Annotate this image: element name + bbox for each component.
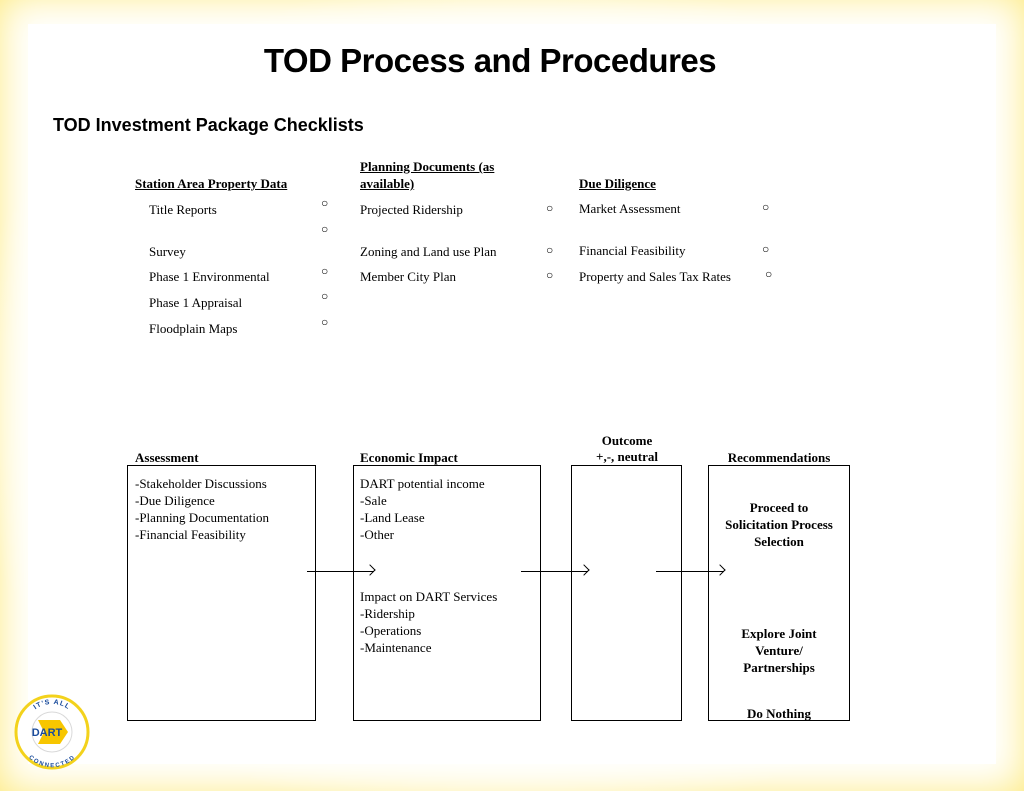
checklist-item: Title Reports [149,202,217,217]
checklist-item: Projected Ridership [360,202,463,217]
checkbox-circle-icon[interactable]: ○ [762,242,770,256]
checklist-header-due-diligence: Due Diligence [579,176,656,191]
checklist-item: Phase 1 Environmental [149,269,270,284]
economic-impact-box: DART potential income -Sale -Land Lease … [353,465,541,721]
checklist-item: Floodplain Maps [149,321,238,336]
right-arrow-icon [307,564,376,578]
checklist-header-planning-docs: Planning Documents (as available) [360,159,495,191]
svg-text:DART: DART [32,727,63,739]
checkbox-circle-icon[interactable]: ○ [321,264,329,278]
checklist-item: Phase 1 Appraisal [149,295,243,310]
checkbox-circle-icon[interactable]: ○ [321,289,329,303]
dart-services-list: Impact on DART Services -Ridership -Oper… [360,589,498,655]
recommendation-joint-venture: Explore Joint Venture/ Partnerships [741,626,817,675]
right-arrow-icon [521,564,590,578]
section-subtitle: TOD Investment Package Checklists [53,115,364,135]
checklist-item: Member City Plan [360,269,457,284]
recommendation-proceed: Proceed to Solicitation Process Selectio… [725,500,833,549]
checklist-header-property-data: Station Area Property Data [135,176,288,191]
recommendation-do-nothing: Do Nothing [747,706,811,721]
right-arrow-icon [656,564,726,578]
assessment-list: -Stakeholder Discussions -Due Diligence … [135,476,269,542]
checkbox-circle-icon[interactable]: ○ [546,268,554,282]
recommendations-header: Recommendations [727,450,831,465]
recommendations-box: Proceed to Solicitation Process Selectio… [708,465,850,721]
checklist-item: Property and Sales Tax Rates [579,269,731,284]
checklist-item: Financial Feasibility [579,243,686,258]
checklist-item: Zoning and Land use Plan [360,244,497,259]
dart-income-list: DART potential income -Sale -Land Lease … [360,476,485,542]
outcome-box [571,465,682,721]
checkbox-circle-icon[interactable]: ○ [765,267,773,281]
dart-logo: DART IT'S ALL CONNECTED [14,694,90,770]
checkbox-circle-icon[interactable]: ○ [546,243,554,257]
assessment-header: Assessment [135,450,199,465]
checkbox-circle-icon[interactable]: ○ [321,196,329,210]
checkbox-circle-icon[interactable]: ○ [762,200,770,214]
checkbox-circle-icon[interactable]: ○ [546,201,554,215]
assessment-box: -Stakeholder Discussions -Due Diligence … [127,465,316,721]
outcome-header: Outcome +,-, neutral [596,433,658,464]
economic-impact-header: Economic Impact [360,450,458,465]
checkbox-circle-icon[interactable]: ○ [321,222,329,236]
page-title: TOD Process and Procedures [263,42,717,79]
checklist-item: Survey [149,244,186,259]
checkbox-circle-icon[interactable]: ○ [321,315,329,329]
checklist-item: Market Assessment [579,201,681,216]
